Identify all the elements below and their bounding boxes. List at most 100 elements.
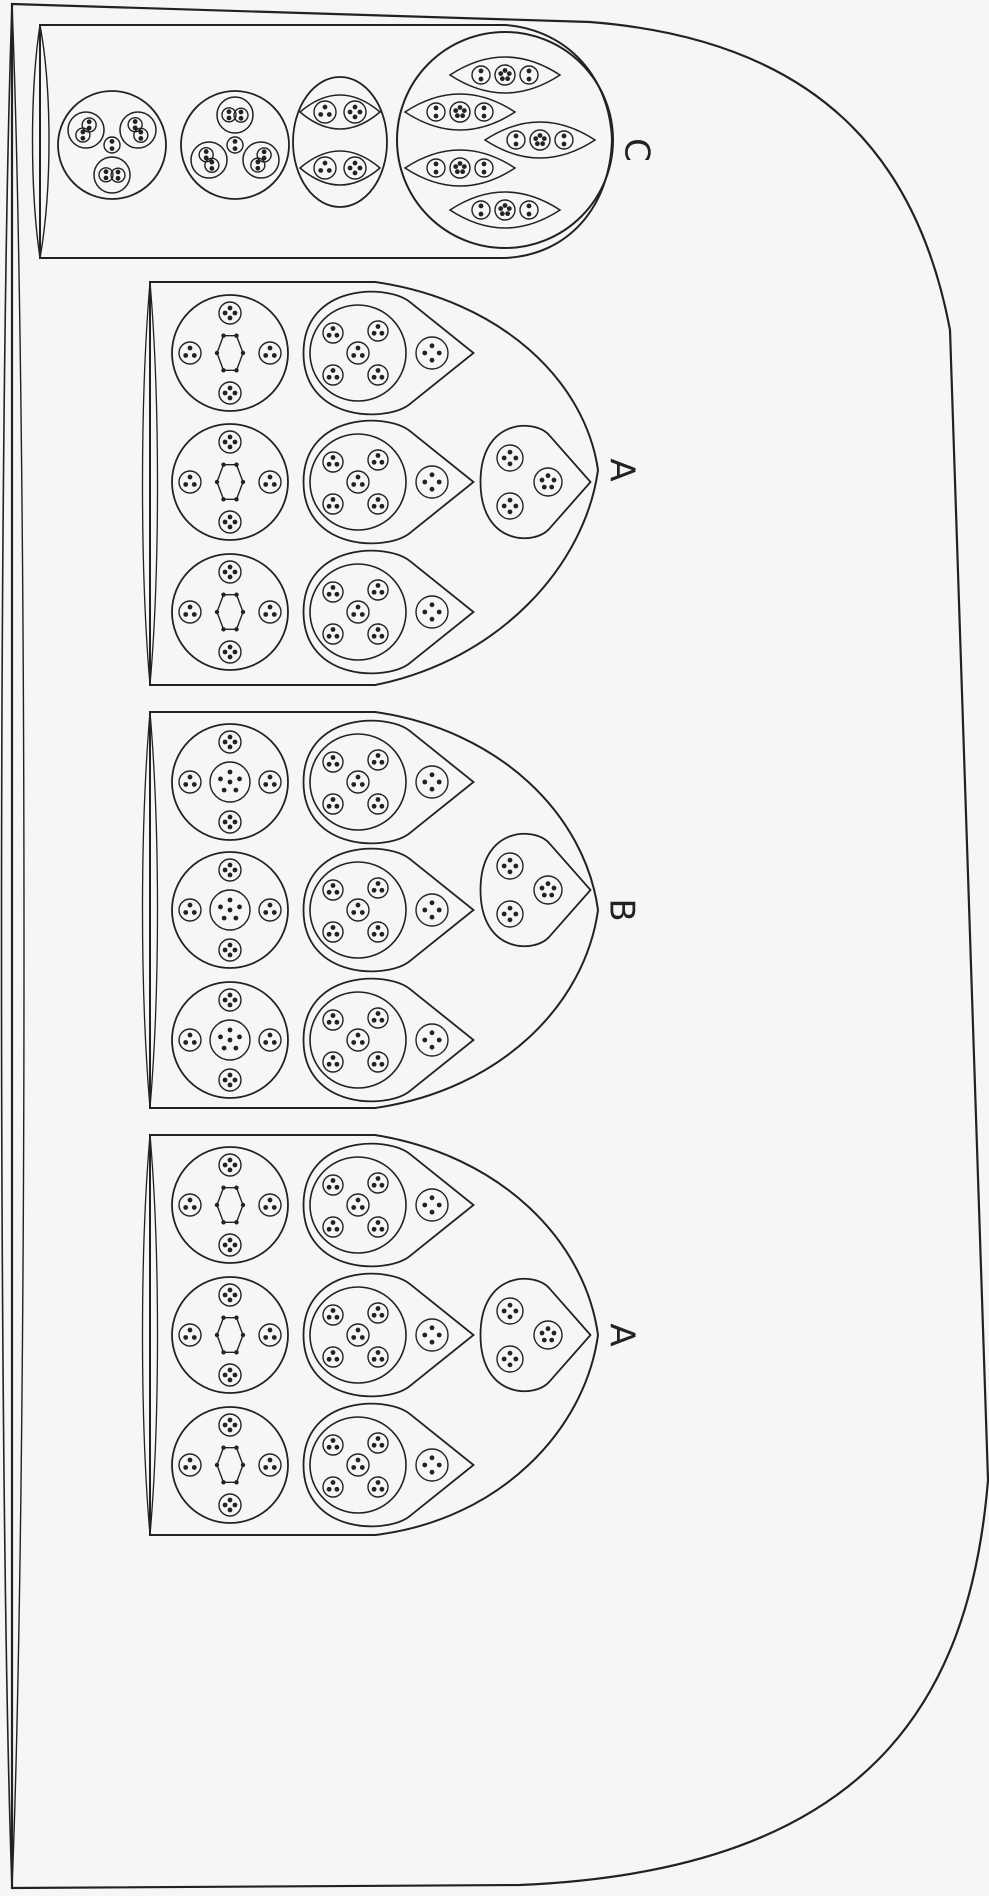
atom-dot [214, 350, 220, 356]
atom-dot [352, 114, 358, 120]
small-atom-circle [496, 444, 524, 472]
atom-dot [191, 1465, 197, 1470]
small-atom-circle [204, 157, 220, 173]
atom-dot [221, 1480, 226, 1485]
atom-dot [351, 1040, 357, 1045]
atom-dot [191, 482, 197, 487]
atom-dot [232, 569, 238, 575]
atom-dot [271, 1205, 277, 1210]
atom-dot [478, 76, 484, 82]
molecule-top-circle [171, 851, 289, 969]
atom-dot [330, 497, 336, 502]
atom-dot [501, 1308, 507, 1314]
lens-molecule [403, 149, 517, 187]
atom-dot [330, 585, 336, 590]
small-atom-circle [346, 470, 370, 494]
atom-dot [379, 1226, 385, 1232]
atom-dot [227, 1377, 233, 1383]
atom-dot [221, 1045, 227, 1051]
atom-dot [227, 744, 233, 750]
atom-dot [379, 1442, 385, 1448]
hexagon-ring [216, 463, 244, 501]
inner-ring-circle [309, 733, 407, 831]
small-atom-circle [103, 136, 121, 154]
atom-dot [506, 206, 512, 212]
atom-dot [422, 350, 428, 356]
atom-dot [222, 1292, 228, 1298]
clover-lobe [190, 141, 228, 179]
atom-dot [191, 353, 197, 358]
small-atom-circle [367, 579, 389, 601]
atom-dot [537, 133, 543, 138]
small-atom-circle [367, 320, 389, 342]
atom-dot [513, 911, 519, 917]
atom-dot [334, 1019, 340, 1025]
clover-circle-group [180, 90, 290, 200]
atom-dot [334, 1444, 340, 1450]
atom-dot [375, 1011, 381, 1016]
atom-dot [429, 1209, 435, 1215]
atom-dot [501, 455, 507, 461]
small-atom-circle [258, 1323, 282, 1347]
atom-dot [513, 503, 519, 509]
small-atom-circle [367, 1432, 389, 1454]
lens-shape [298, 150, 382, 186]
central-group-circle [209, 1019, 251, 1061]
atom-dot [371, 1442, 377, 1448]
atom-dot [227, 1157, 233, 1163]
atom-dot [330, 925, 336, 930]
atom-dot [221, 592, 226, 597]
atom-dot [326, 1184, 332, 1190]
atom-dot [375, 1220, 381, 1225]
atom-dot [221, 787, 227, 793]
molecule-top-circle [171, 1406, 289, 1524]
atom-dot [359, 910, 365, 915]
atom-dot [334, 1356, 340, 1362]
atom-dot [501, 503, 507, 509]
section-C: C [31, 24, 657, 259]
small-atom-circle [506, 130, 526, 150]
atom-dot [227, 952, 233, 958]
molecule-column [171, 1402, 475, 1528]
molecule-top-circle [171, 1276, 289, 1394]
atom-dot [334, 761, 340, 767]
atom-dot [227, 1072, 233, 1078]
small-atom-circle [218, 810, 242, 834]
atom-dot [540, 141, 546, 147]
atom-dot [513, 1356, 519, 1362]
atom-dot [240, 350, 246, 356]
atom-dot [429, 1339, 435, 1345]
atom-dot [218, 776, 223, 782]
atom-dot [379, 459, 385, 465]
atom-dot [234, 627, 239, 632]
atom-dot [326, 931, 332, 937]
small-atom-circle [322, 1476, 344, 1498]
lens-molecule [448, 191, 562, 229]
atom-dot [326, 761, 332, 767]
atom-dot [227, 1427, 233, 1433]
atom-dot [371, 1486, 377, 1492]
atom-dot [232, 139, 238, 144]
atom-dot [355, 902, 361, 908]
atom-dot [330, 1013, 336, 1018]
lower-teardrop [479, 1277, 592, 1393]
atom-dot [80, 135, 86, 141]
small-atom-circle [178, 898, 202, 922]
small-atom-circle [426, 102, 446, 122]
atom-dot [355, 604, 361, 610]
atom-dot [232, 1502, 238, 1508]
atom-dot [233, 915, 239, 921]
clover-circle [57, 90, 167, 200]
lower-teardrop [479, 832, 592, 948]
atom-dot [330, 1438, 336, 1443]
atom-dot [351, 782, 357, 787]
molecule-top-circle [171, 981, 289, 1099]
hexagon-ring [216, 1186, 244, 1224]
small-atom-circle [496, 900, 524, 928]
small-atom-circle [322, 879, 344, 901]
atom-dot [255, 165, 261, 171]
atom-dot [226, 115, 232, 121]
atom-dot [234, 1185, 239, 1190]
small-atom-circle [367, 364, 389, 386]
atom-dot [379, 759, 385, 765]
